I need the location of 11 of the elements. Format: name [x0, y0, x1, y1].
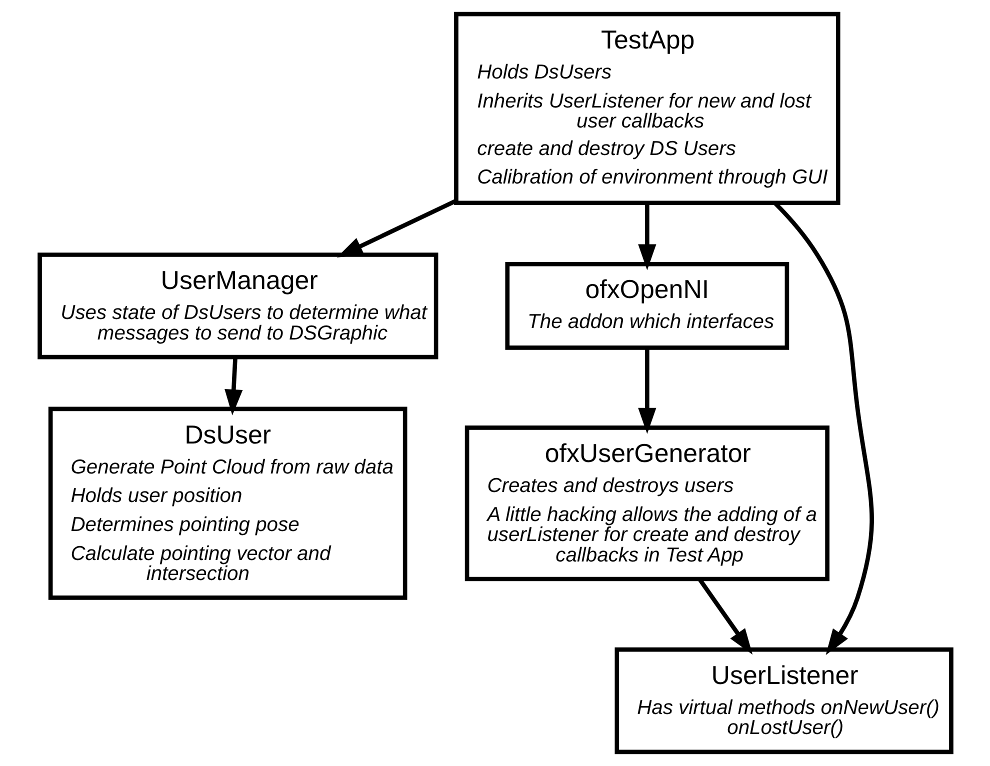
- arrow: [638, 348, 656, 434]
- node-box: TestApp Holds DsUsers Inherits UserListener for new and lost user callbacks create and destroy DS Users Calibration of environment through GUI: [454, 12, 840, 206]
- node-box: ofxUserGenerator Creates and destroys users A little hacking allows the adding of a userListener for create and destroy callbacks in Test App: [464, 426, 829, 582]
- arrow: [697, 578, 752, 655]
- arrow: [638, 203, 656, 270]
- node-box: UserListener Has virtual methods onNewUser() onLostUser(): [614, 647, 953, 754]
- node-box: ofxOpenNI The addon which interfaces: [504, 262, 789, 350]
- node-box: DsUser Generate Point Cloud from raw data Holds user position Determines pointing pose Calculate pointing vector and intersection: [48, 406, 407, 600]
- arrow: [224, 357, 242, 416]
- arrow: [336, 198, 456, 258]
- node-box: UserManager Uses state of DsUsers to determine what messages to send to DSGraphic: [37, 252, 438, 360]
